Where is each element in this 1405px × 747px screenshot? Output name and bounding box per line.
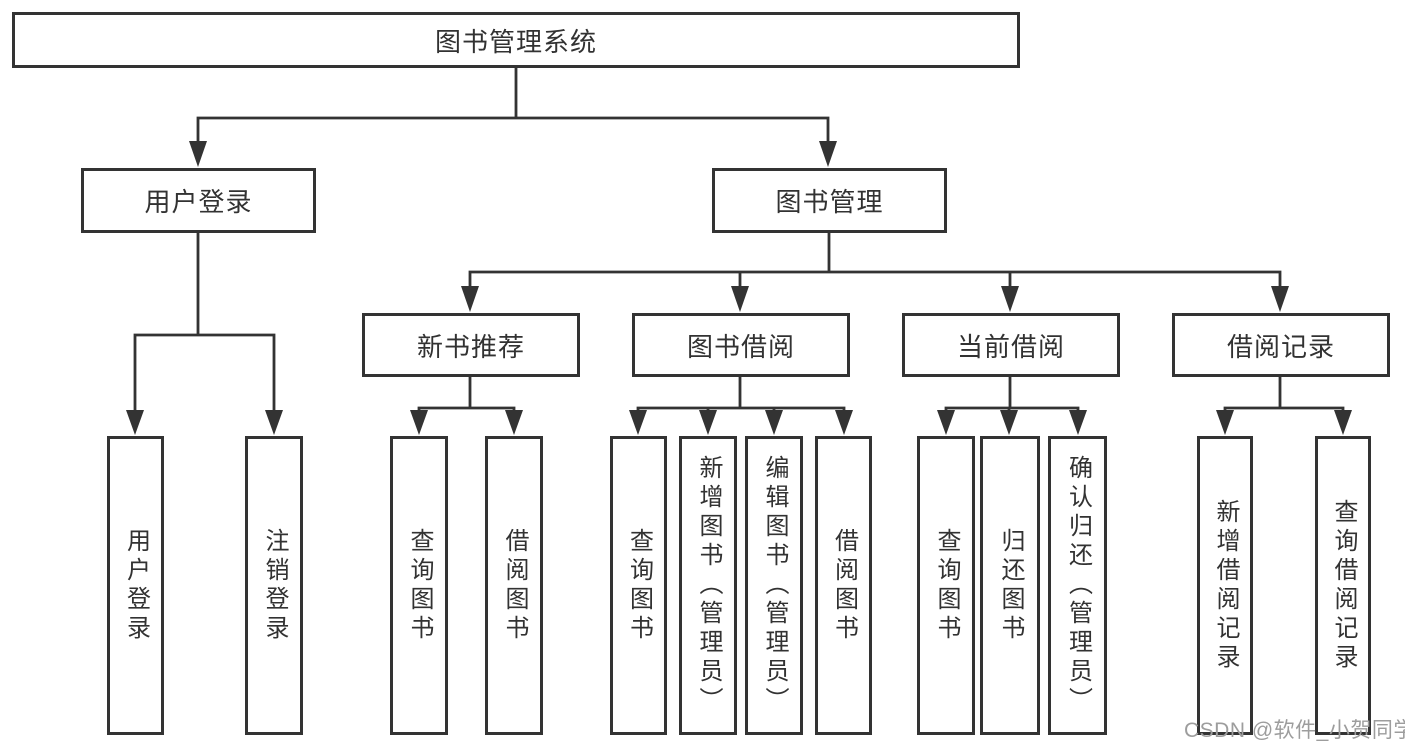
node-label: 归还图书 xyxy=(997,527,1024,644)
node-book-borrowing: 图书借阅 xyxy=(632,313,850,377)
leaf-user-login: 用户登录 xyxy=(107,436,164,735)
leaf-logout: 注销登录 xyxy=(245,436,303,735)
node-label: 借阅图书 xyxy=(501,527,528,644)
node-label: 用户登录 xyxy=(122,527,150,644)
node-label: 查询借阅记录 xyxy=(1330,498,1357,673)
node-label: 图书管理系统 xyxy=(434,26,597,57)
node-user-login: 用户登录 xyxy=(81,168,316,233)
leaf-query-books-3: 查询图书 xyxy=(917,436,975,735)
leaf-borrow-books: 借阅图书 xyxy=(485,436,543,735)
node-label: 新增借阅记录 xyxy=(1212,498,1239,673)
node-label: 查询图书 xyxy=(406,527,433,644)
node-label: 注销登录 xyxy=(261,527,288,644)
node-label: 图书管理 xyxy=(775,187,884,217)
node-book-management: 图书管理 xyxy=(712,168,947,233)
node-label: 借阅图书 xyxy=(830,527,858,644)
node-label: 用户登录 xyxy=(144,187,253,217)
node-label: 借阅记录 xyxy=(1226,331,1335,362)
node-borrowing-records: 借阅记录 xyxy=(1172,313,1390,377)
node-library-management-system: 图书管理系统 xyxy=(12,12,1020,68)
leaf-edit-books-admin: 编辑图书（管理员） xyxy=(745,436,803,735)
node-label: 查询图书 xyxy=(933,527,960,644)
leaf-add-books-admin: 新增图书（管理员） xyxy=(679,436,737,735)
node-label: 当前借阅 xyxy=(956,331,1065,362)
leaf-query-books-2: 查询图书 xyxy=(610,436,667,735)
leaf-confirm-return-admin: 确认归还（管理员） xyxy=(1048,436,1107,735)
node-label: 确认归还（管理员） xyxy=(1064,455,1092,716)
leaf-return-books: 归还图书 xyxy=(980,436,1040,735)
node-current-borrowing: 当前借阅 xyxy=(902,313,1120,377)
leaf-query-borrow-record: 查询借阅记录 xyxy=(1315,436,1371,735)
node-label: 编辑图书（管理员） xyxy=(761,455,788,716)
leaf-add-borrow-record: 新增借阅记录 xyxy=(1197,436,1253,735)
arrowheads xyxy=(126,141,1352,435)
node-label: 图书借阅 xyxy=(686,331,795,362)
node-label: 查询图书 xyxy=(625,527,653,644)
csdn-watermark: CSDN @软件_小贺同学 xyxy=(1184,719,1405,742)
node-label: 新书推荐 xyxy=(416,331,525,362)
leaf-borrow-books-2: 借阅图书 xyxy=(815,436,872,735)
node-label: 新增图书（管理员） xyxy=(695,455,722,716)
node-new-book-recommend: 新书推荐 xyxy=(362,313,580,377)
leaf-query-books: 查询图书 xyxy=(390,436,448,735)
